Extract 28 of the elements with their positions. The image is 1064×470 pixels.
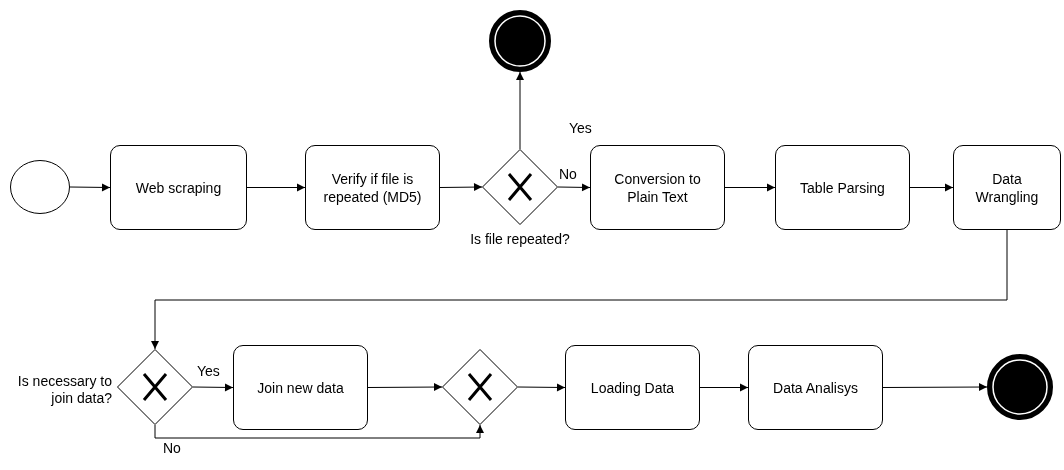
- arrow: [154, 424, 484, 439]
- arrow: [192, 383, 234, 392]
- edge-label: No: [558, 166, 578, 182]
- arrow: [69, 183, 111, 192]
- arrow: [246, 183, 306, 192]
- process-box: Loading Data: [565, 345, 700, 430]
- arrow: [724, 183, 776, 192]
- node-caption: Is necessary to join data?: [16, 373, 112, 407]
- arrow: [517, 383, 566, 392]
- arrow: [699, 383, 749, 392]
- edge-label: Yes: [568, 120, 593, 136]
- process-box: Web scraping: [110, 145, 247, 230]
- arrow: [882, 383, 988, 392]
- process-box: Join new data: [233, 345, 368, 430]
- process-box: Conversion to Plain Text: [590, 145, 725, 230]
- node-caption: Is file repeated?: [469, 231, 571, 248]
- arrow: [151, 229, 1008, 350]
- process-box: Table Parsing: [775, 145, 910, 230]
- arrow: [909, 183, 954, 192]
- edge-label: Yes: [196, 363, 221, 379]
- process-box: Data Analisys: [748, 345, 883, 430]
- edge-label: No: [162, 440, 182, 456]
- arrow: [367, 383, 443, 392]
- process-box: Data Wrangling: [953, 145, 1061, 230]
- arrow: [439, 183, 483, 192]
- arrow: [557, 183, 591, 192]
- process-box: Verify if file is repeated (MD5): [305, 145, 440, 230]
- arrow: [516, 71, 524, 150]
